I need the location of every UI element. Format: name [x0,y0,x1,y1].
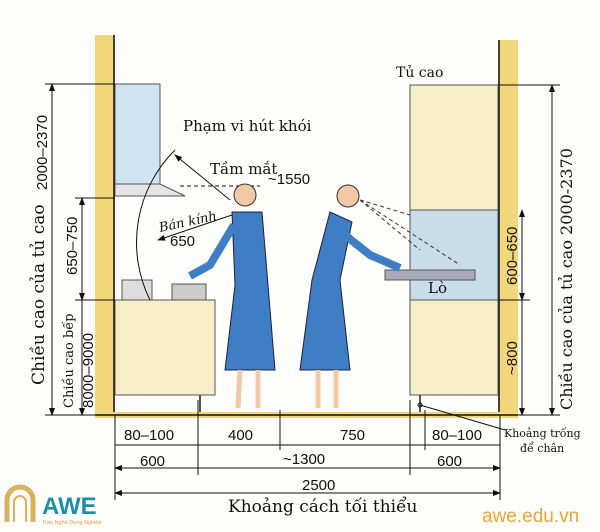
right-counter-height: ~800 [504,341,521,375]
range-hood [114,183,186,197]
label-eye-level: Tầm mắt [210,160,277,178]
left-cabinet-height-label: Chiều cao của tủ cao [29,204,49,385]
dim-left-depth: 600 [140,453,165,470]
upper-cabinet [114,83,161,185]
left-counter-height: 8000–9000 [80,333,97,408]
label-radius-value: 650 [170,233,195,250]
label-toe-space-2: để chân [520,441,564,455]
right-wall [498,40,518,417]
person-cooking [188,183,276,409]
right-oven-gap: 600–650 [504,227,521,285]
website-watermark: awe.edu.vn [482,506,579,527]
logo-text: AWE [42,493,97,520]
label-smoke-range: Phạm vi hút khói [183,117,312,135]
dim-caption: Khoảng cách tối thiểu [228,497,418,517]
label-oven: Lò [428,279,447,297]
pan-icon [171,283,207,301]
left-hood-gap: 650–750 [64,217,81,275]
right-cabinet-height-label: Chiều cao của tủ cao 2000-2370 [557,148,576,410]
dim-clearance: ~1300 [283,451,325,468]
dim-right-depth: 600 [437,453,462,470]
dim-toe-right: 80–100 [432,427,482,444]
awe-logo: AWE Trao Nghề Dụng Nghiệp [4,484,101,526]
label-eye-height: ~1550 [268,171,310,188]
dim-aisle: 750 [340,427,365,444]
pot-icon [121,279,153,301]
label-tall-cabinet: Tủ cao [396,64,443,81]
oven [409,209,499,301]
dim-total: 2500 [302,477,335,494]
left-cabinet-height: 2000–2370 [34,115,51,190]
logo-tagline: Trao Nghề Dụng Nghiệp [42,520,101,526]
left-counter-label: Chiều cao bếp [61,313,77,408]
left-wall [95,35,115,417]
base-counter [114,299,216,396]
dim-counter-to-person: 400 [228,427,253,444]
label-toe-space-1: Khoảng trống [504,427,581,440]
person-bending [299,184,461,408]
dim-toe-left: 80–100 [124,427,174,444]
